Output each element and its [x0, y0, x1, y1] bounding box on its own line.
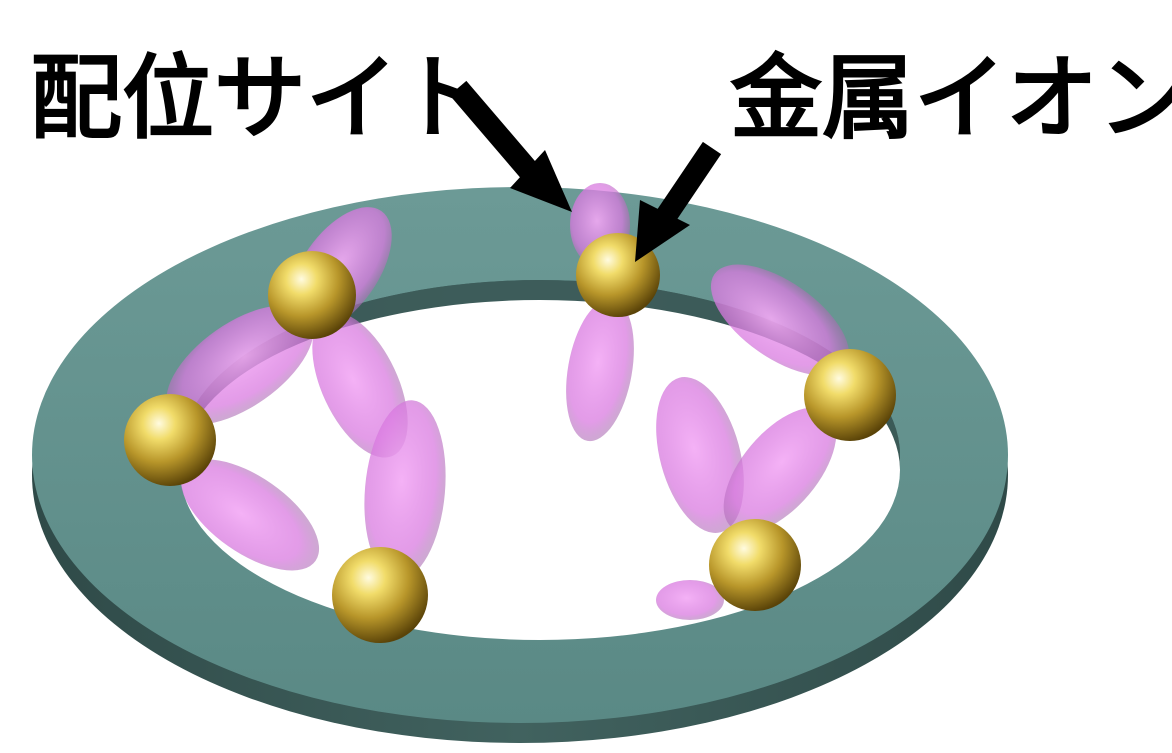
lobe	[656, 580, 724, 620]
lobe	[312, 312, 408, 458]
metal-ion-sphere	[124, 394, 216, 486]
lobe	[710, 264, 850, 376]
lobe	[166, 305, 314, 425]
metal-ion-sphere	[332, 547, 428, 643]
lobe	[723, 407, 837, 533]
arrow-to-coordination-site	[449, 80, 572, 212]
lobe	[180, 459, 320, 571]
lobe	[566, 298, 634, 442]
label-metal-ion: 金属イオン	[729, 45, 1172, 152]
metal-ions	[124, 233, 896, 643]
metal-ion-sphere	[268, 251, 356, 339]
lobe	[656, 377, 744, 533]
label-coordination-site: 配位サイト	[30, 45, 490, 152]
lobe	[364, 400, 446, 580]
arrow-to-metal-ion	[635, 141, 722, 262]
metal-ion-sphere	[709, 519, 801, 611]
metal-ion-sphere	[804, 349, 896, 441]
